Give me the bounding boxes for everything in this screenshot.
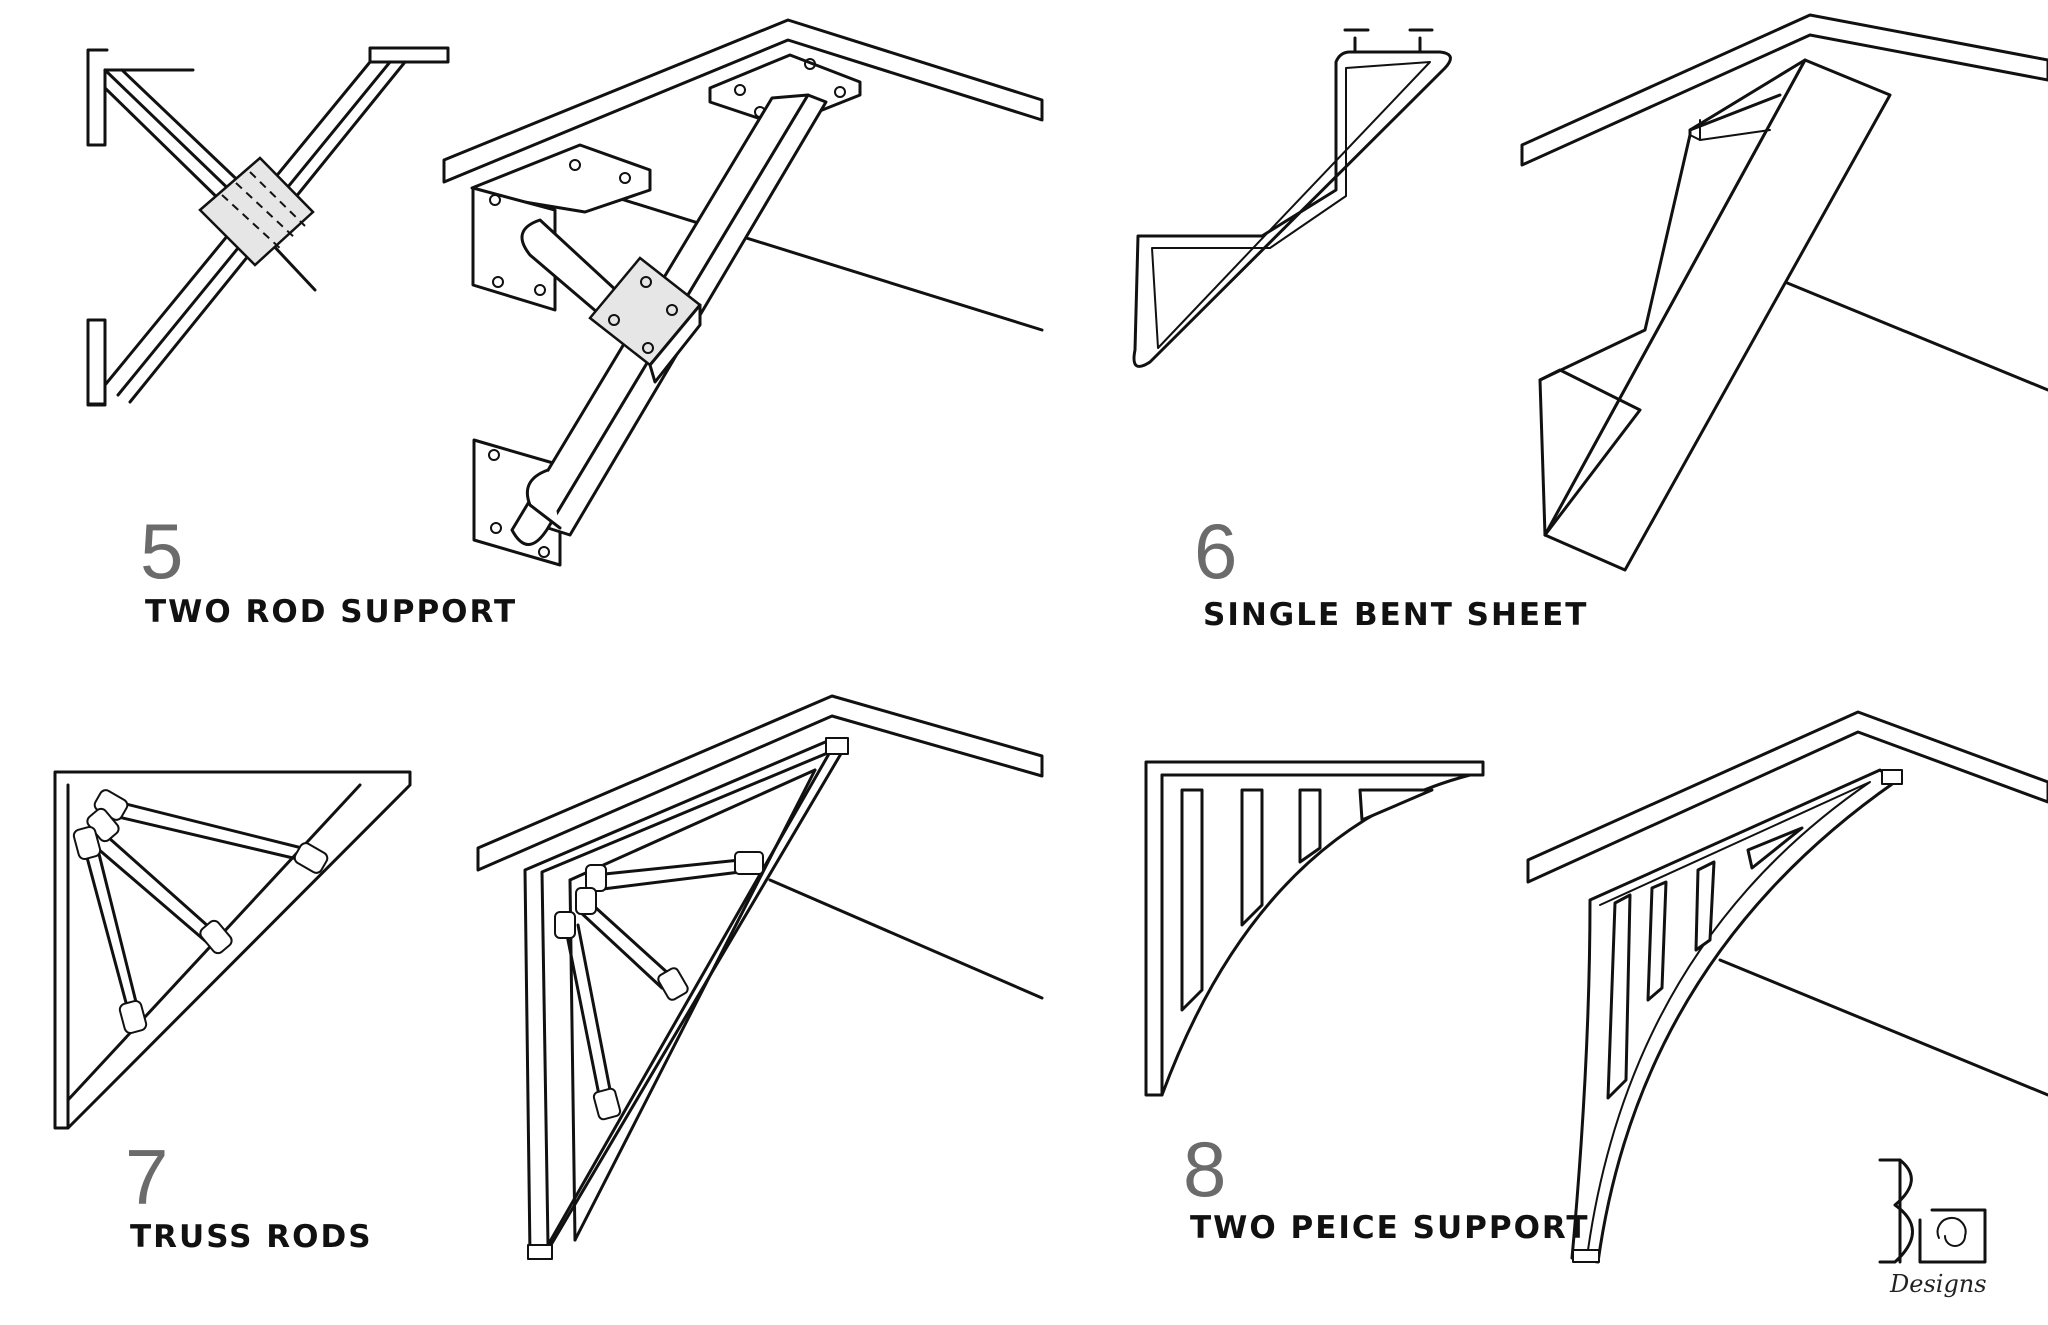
panel-8-caption: TWO PEICE SUPPORT [1190,1210,1590,1246]
panel-5-perspective-view [442,18,1044,567]
panel-8-number: 8 [1183,1125,1227,1213]
panel-8-flat-view [1144,760,1485,1097]
panel-6-number: 6 [1194,507,1238,595]
panel-5-caption: TWO ROD SUPPORT [145,594,518,630]
panel-8-perspective-view [1526,710,2048,1264]
logo-designs-text: Designs [1890,1270,1987,1298]
panel-6-caption: SINGLE BENT SHEET [1203,597,1589,633]
panel-6-flat-view [1132,28,1452,368]
panel-5-number: 5 [140,507,184,595]
panel-6-perspective-view [1520,13,2048,572]
panel-7-caption: TRUSS RODS [130,1219,373,1255]
panel-7-number: 7 [125,1133,169,1221]
panel-7-perspective-view [476,694,1044,1260]
panel-7-flat-view [53,770,412,1130]
panel-5-flat-view [86,46,450,407]
designs-logo [1878,1158,1987,1264]
